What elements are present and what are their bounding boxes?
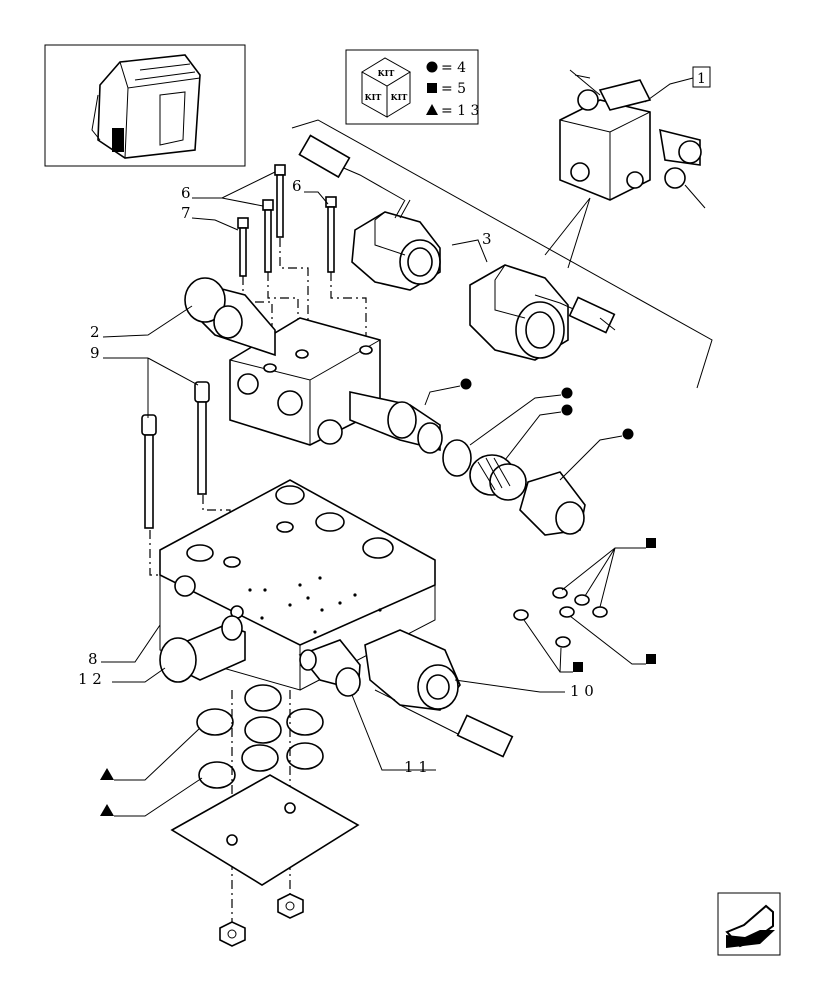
- kit-square-marker: [573, 662, 583, 672]
- tractor-cab-icon: [91, 54, 201, 159]
- screw-9a: [141, 414, 157, 529]
- check-valve: [159, 615, 246, 683]
- kit-cube-icon: KIT KIT KIT: [361, 57, 411, 118]
- callout-7: 7: [181, 204, 191, 222]
- screw-7: [237, 217, 249, 277]
- callout-6b: 6: [292, 177, 302, 195]
- gasket-plate: [170, 774, 360, 886]
- nut-knurled: [469, 454, 527, 501]
- solenoid-10: [364, 629, 514, 758]
- assembly-ref-number: 1: [697, 71, 706, 87]
- manifold-block: [159, 479, 436, 691]
- spool-right: [349, 391, 443, 454]
- nut-right: [277, 893, 304, 919]
- kit-circle-marker: [561, 387, 573, 399]
- cap: [519, 471, 586, 536]
- kit-legend: KIT KIT KIT = 4 = 5 = 1 3: [345, 49, 479, 125]
- assembly-reference: 1: [559, 66, 711, 209]
- kit-square-marker: [646, 654, 656, 664]
- kit-circle-marker: [460, 378, 472, 390]
- kit-circle-marker: [622, 428, 634, 440]
- kit-label-left: KIT: [365, 92, 382, 102]
- kit-label-right: KIT: [391, 92, 408, 102]
- circle-symbol: [426, 61, 438, 73]
- kit-circle-marker: [561, 404, 573, 416]
- callout-11: 1 1: [404, 758, 428, 776]
- kit-label-top: KIT: [378, 68, 395, 78]
- valve-assembly-small: [559, 69, 706, 209]
- legend-square-text: = 5: [441, 81, 466, 97]
- fitting-11: [298, 639, 361, 697]
- o-ring-spool: [442, 439, 472, 477]
- screw-9b: [194, 381, 210, 495]
- screw-6c: [325, 196, 337, 273]
- callout-3: 3: [482, 230, 492, 248]
- arrow-icon[interactable]: [717, 892, 781, 956]
- square-symbol: [427, 83, 437, 93]
- cartridge-left: [184, 277, 276, 357]
- solenoid-coil-lower: [469, 264, 616, 361]
- callout-6a: 6: [181, 184, 191, 202]
- kit-square-marker: [646, 538, 656, 548]
- screw-6b: [262, 199, 274, 273]
- screw-6a: [274, 164, 286, 238]
- nut-left: [219, 921, 246, 947]
- small-seals: [513, 587, 608, 648]
- callout-2: 2: [90, 323, 100, 341]
- kit-triangle-marker: [100, 804, 114, 816]
- triangle-symbol: [426, 104, 438, 115]
- thumbnail-frame[interactable]: [44, 44, 246, 167]
- callout-9: 9: [90, 344, 100, 362]
- callout-8: 8: [88, 650, 98, 668]
- legend-circle-text: = 4: [441, 60, 466, 76]
- solenoid-coil-upper: [298, 134, 441, 291]
- legend-triangle-text: = 1 3: [441, 103, 479, 119]
- callout-12: 1 2: [78, 670, 102, 688]
- callout-10: 1 0: [570, 682, 594, 700]
- kit-triangle-marker: [100, 768, 114, 780]
